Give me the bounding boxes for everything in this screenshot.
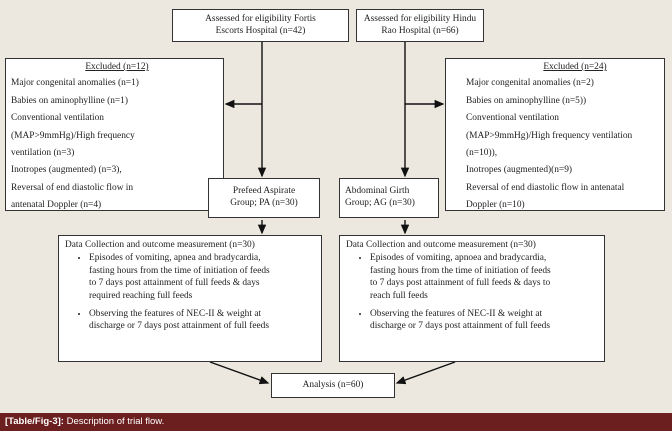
data-left-bullet-1-line-2: fasting hours from the time of initiatio…	[89, 265, 270, 276]
analysis-box: Analysis (n=60)	[271, 373, 395, 398]
excluded-right-title: Excluded (n=24)	[543, 62, 607, 72]
data-left-bullet-2-line-1: Observing the features of NEC-II & weigh…	[89, 309, 262, 320]
data-right-bullet-2-line-2: discharge or 7 days post attainment of f…	[370, 321, 550, 332]
excluded-right-line-6: Inotropes (augmented)(n=9)	[466, 165, 573, 176]
excluded-left-line-7: Reversal of end diastolic flow in	[11, 182, 134, 193]
excluded-left-line-4: (MAP>9mmHg)/High frequency	[11, 130, 135, 141]
excluded-left-line-1: Major congenital anomalies (n=1)	[11, 78, 139, 89]
data-left-title: Data Collection and outcome measurement …	[65, 240, 255, 250]
data-right-bullet-1: Episodes of vomiting, apnoea and bradyca…	[370, 252, 604, 302]
data-left-bullets: Episodes of vomiting, apnea and bradycar…	[65, 252, 321, 332]
data-left-bullet-2: Observing the features of NEC-II & weigh…	[89, 308, 321, 333]
group-pa-box: Prefeed Aspirate Group; PA (n=30)	[208, 178, 320, 218]
excluded-left-box: Excluded (n=12) Major congenital anomali…	[5, 58, 224, 211]
assess-hindu-line-1: Assessed for eligibility Hindu	[363, 14, 477, 24]
caption-text: Description of trial flow.	[63, 416, 165, 427]
excluded-right-line-7: Reversal of end diastolic flow in antena…	[466, 182, 625, 193]
data-right-title: Data Collection and outcome measurement …	[346, 240, 536, 250]
group-pa-line-1: Prefeed Aspirate	[232, 186, 296, 196]
group-ag-line-1: Abdominal Girth	[345, 186, 410, 196]
data-left-bullet-1-line-1: Episodes of vomiting, apnea and bradycar…	[89, 253, 261, 264]
group-ag-box: Abdominal Girth Group; AG (n=30)	[339, 178, 439, 218]
assess-fortis-line-2: Escorts Hospital (n=42)	[215, 26, 306, 37]
excluded-left-title: Excluded (n=12)	[85, 62, 149, 72]
data-left-bullet-1: Episodes of vomiting, apnea and bradycar…	[89, 252, 321, 302]
data-right-bullet-1-line-4: reach full feeds	[370, 290, 428, 301]
data-left-bullet-1-line-4: required reaching full feeds	[89, 290, 193, 301]
assess-fortis-line-1: Assessed for eligibility Fortis	[205, 14, 316, 24]
assess-hindu-box: Assessed for eligibility Hindu Rao Hospi…	[356, 9, 484, 42]
excluded-right-line-3: Conventional ventilation	[466, 113, 559, 124]
data-collection-left-box: Data Collection and outcome measurement …	[58, 235, 322, 362]
caption-label: [Table/Fig-3]:	[5, 416, 64, 427]
excluded-left-line-2: Babies on aminophylline (n=1)	[11, 95, 128, 106]
connector-arrows	[209, 42, 456, 385]
excluded-right-line-1: Major congenital anomalies (n=2)	[466, 78, 594, 89]
assess-hindu-line-2: Rao Hospital (n=66)	[381, 26, 459, 37]
excluded-right-line-8: Doppler (n=10)	[466, 200, 525, 211]
excluded-left-line-8: antenatal Doppler (n=4)	[11, 200, 102, 211]
analysis-label: Analysis (n=60)	[302, 380, 364, 390]
group-ag-line-2: Group; AG (n=30)	[345, 198, 415, 209]
group-pa-line-2: Group; PA (n=30)	[230, 198, 298, 209]
arrow-data-right-to-analysis	[395, 361, 456, 385]
data-left-bullet-1-line-3: to 7 days post attainment of full feeds …	[89, 278, 260, 289]
assess-fortis-box: Assessed for eligibility Fortis Escorts …	[172, 9, 349, 42]
excluded-right-line-4: (MAP>9mmHg)/High frequency ventilation	[466, 130, 633, 141]
data-right-bullets: Episodes of vomiting, apnoea and bradyca…	[346, 252, 604, 332]
data-right-bullet-1-line-1: Episodes of vomiting, apnoea and bradyca…	[370, 253, 547, 264]
excluded-left-line-6: Inotropes (augmented) (n=3),	[11, 165, 122, 176]
flow-diagram: Assessed for eligibility Fortis Escorts …	[0, 0, 672, 413]
arrow-data-left-to-analysis	[209, 361, 270, 385]
excluded-left-line-3: Conventional ventilation	[11, 113, 104, 124]
data-right-bullet-1-line-2: fasting hours from the time of initiatio…	[370, 265, 551, 276]
data-collection-right-box: Data Collection and outcome measurement …	[339, 235, 605, 362]
data-right-bullet-2: Observing the features of NEC-II & weigh…	[370, 308, 604, 333]
excluded-right-box: Excluded (n=24) Major congenital anomali…	[445, 58, 665, 211]
excluded-right-line-5: (n=10)),	[466, 148, 498, 159]
excluded-right-line-2: Babies on aminophylline (n=5))	[466, 95, 587, 106]
figure-caption: [Table/Fig-3]: Description of trial flow…	[0, 413, 672, 431]
excluded-left-line-5: ventilation (n=3)	[11, 148, 75, 159]
data-right-bullet-2-line-1: Observing the features of NEC-II & weigh…	[370, 309, 543, 320]
data-right-bullet-1-line-3: to 7 days post attainment of full feeds …	[370, 278, 551, 289]
data-left-bullet-2-line-2: discharge or 7 days post attainment of f…	[89, 321, 269, 332]
